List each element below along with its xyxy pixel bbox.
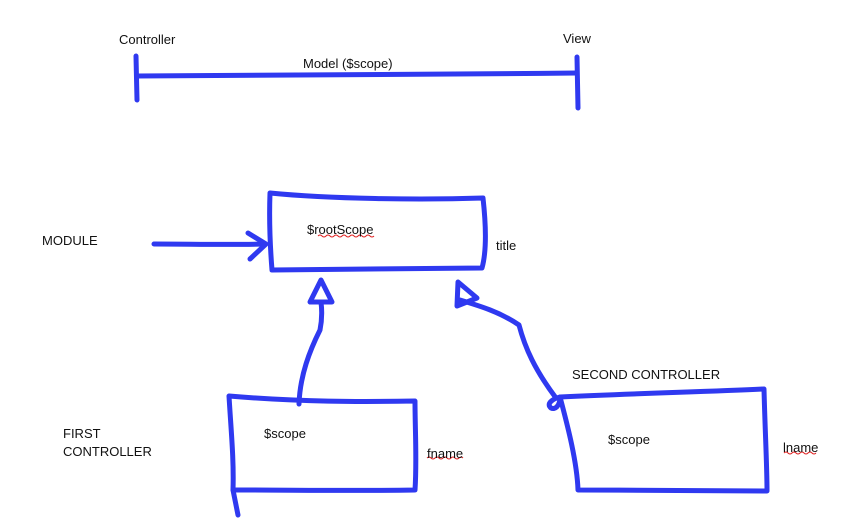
root-scope-label: $rootScope [307,222,374,237]
controller-label: Controller [119,32,176,47]
root-scope-box [267,190,488,273]
second-controller-box [557,386,770,494]
spellcheck-underline-lname [783,451,817,455]
second-controller-box-hook [546,394,563,411]
first-controller-box [226,393,419,493]
module-arrow-head [245,230,269,262]
model-label: Model ($scope) [303,56,393,71]
first-controller-label-line1: FIRST [63,426,101,441]
second-scope-label: $scope [608,432,650,447]
module-label: MODULE [42,233,98,248]
view-tick [574,54,581,111]
first-controller-box-tail [230,487,241,518]
second-inherit-head [454,279,480,309]
first-inherit-head [307,277,335,305]
second-inherit-line [457,297,559,401]
first-inherit-line [296,299,325,407]
first-controller-label-line2: CONTROLLER [63,444,152,459]
spellcheck-underline-rootscope [317,234,375,238]
fname-label: fname [427,446,464,461]
second-controller-label: SECOND CONTROLLER [572,367,721,382]
view-label: View [563,31,591,46]
model-line [134,70,580,79]
title-label: title [496,238,517,253]
first-scope-label: $scope [264,426,306,441]
spellcheck-underline-fname [426,456,464,460]
lname-label: lname [783,440,819,455]
